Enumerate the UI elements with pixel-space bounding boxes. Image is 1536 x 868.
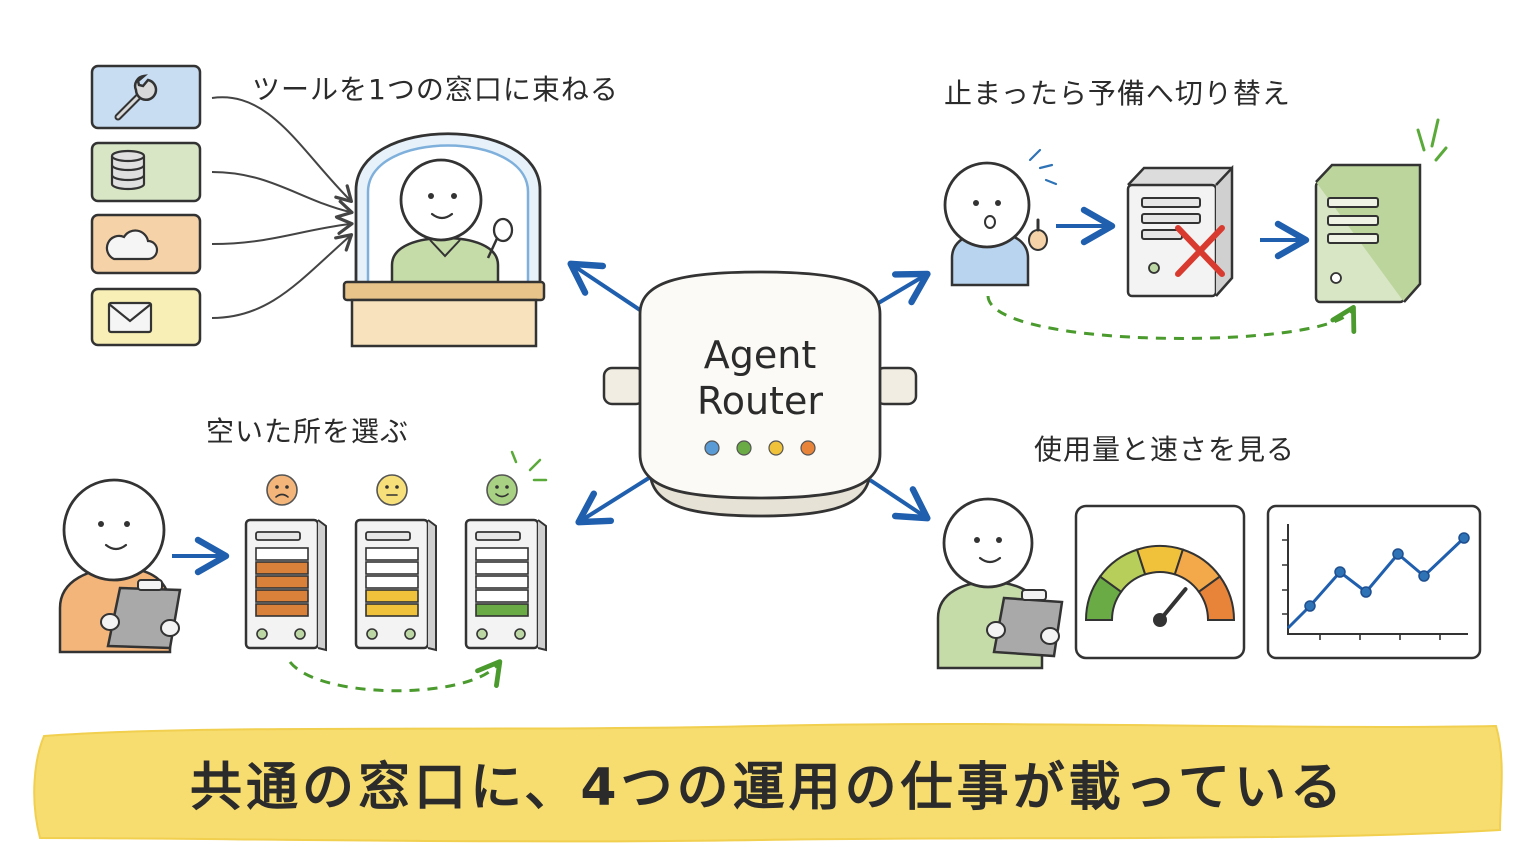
load-bar-slot (475, 561, 529, 575)
select-dashed-arrow (288, 659, 503, 693)
load-bar-slot (475, 603, 529, 617)
router-status-lights (704, 440, 816, 456)
load-bar-slot (255, 547, 309, 561)
load-server (464, 518, 547, 652)
status-light (768, 440, 784, 456)
panel-bundle-tools (90, 64, 546, 348)
tool-card-wrench (90, 64, 202, 130)
load-bar-slot (365, 603, 419, 617)
summary-banner-bg (33, 723, 1503, 843)
wrench-icon (114, 74, 158, 121)
tool-card-database (90, 141, 202, 203)
clerk-figure (390, 158, 514, 292)
load-bar-slot (255, 561, 309, 575)
load-server (354, 518, 437, 652)
router-title-line2: Router (697, 379, 823, 423)
load-bar-slot (365, 575, 419, 589)
gauge-scale (1084, 545, 1236, 621)
panel-monitor (936, 497, 1482, 670)
failed-server (1126, 164, 1234, 298)
gauge-segment (1197, 575, 1236, 621)
load-bar-slot (365, 547, 419, 561)
neutral-face-icon (376, 474, 408, 506)
mail-icon (107, 301, 153, 334)
status-light (736, 440, 752, 456)
operator-figure-orange (58, 478, 182, 654)
panel-failover (943, 118, 1448, 340)
load-bar-slot (255, 603, 309, 617)
smile-face-icon (486, 474, 518, 506)
tool-connector-lines (211, 96, 354, 319)
load-server (244, 518, 327, 652)
cloud-icon (105, 229, 159, 261)
tool-card-mail (90, 287, 202, 347)
load-bar-slot (255, 575, 309, 589)
status-light (704, 440, 720, 456)
sparkle-icon (510, 450, 548, 482)
operator-figure-green (936, 497, 1064, 670)
load-server-group (244, 450, 548, 652)
clipboard-icon (106, 579, 182, 650)
load-bar-slot (365, 589, 419, 603)
sad-face-icon (266, 474, 298, 506)
database-icon (110, 149, 146, 191)
load-bar-slot (475, 547, 529, 561)
panel-select-available (58, 450, 548, 693)
load-bar-slot (475, 589, 529, 603)
operator-figure-blue (943, 148, 1058, 287)
load-bar-slot (365, 561, 419, 575)
backup-server (1314, 118, 1448, 304)
usage-line-chart (1266, 504, 1482, 660)
load-bar-slot (475, 575, 529, 589)
panel-title-bundle: ツールを1つの窓口に束ねる (252, 73, 619, 106)
clipboard-icon (992, 589, 1064, 658)
speed-gauge (1074, 504, 1246, 660)
load-bar-slot (255, 589, 309, 603)
summary-banner-text: 共通の窓口に、4つの運用の仕事が載っている (189, 758, 1347, 818)
service-window-booth (342, 132, 546, 348)
panel-title-failover: 止まったら予備へ切り替え (944, 77, 1291, 110)
failover-dashed-arrow (986, 295, 1357, 340)
agent-router-device: Agent Router (602, 270, 918, 518)
router-title-line1: Agent (704, 333, 816, 377)
panel-title-monitor: 使用量と速さを見る (1034, 433, 1296, 466)
error-x-icon (1175, 225, 1225, 277)
panel-title-select: 空いた所を選ぶ (206, 415, 410, 448)
status-light (800, 440, 816, 456)
tool-card-cloud (90, 213, 202, 275)
